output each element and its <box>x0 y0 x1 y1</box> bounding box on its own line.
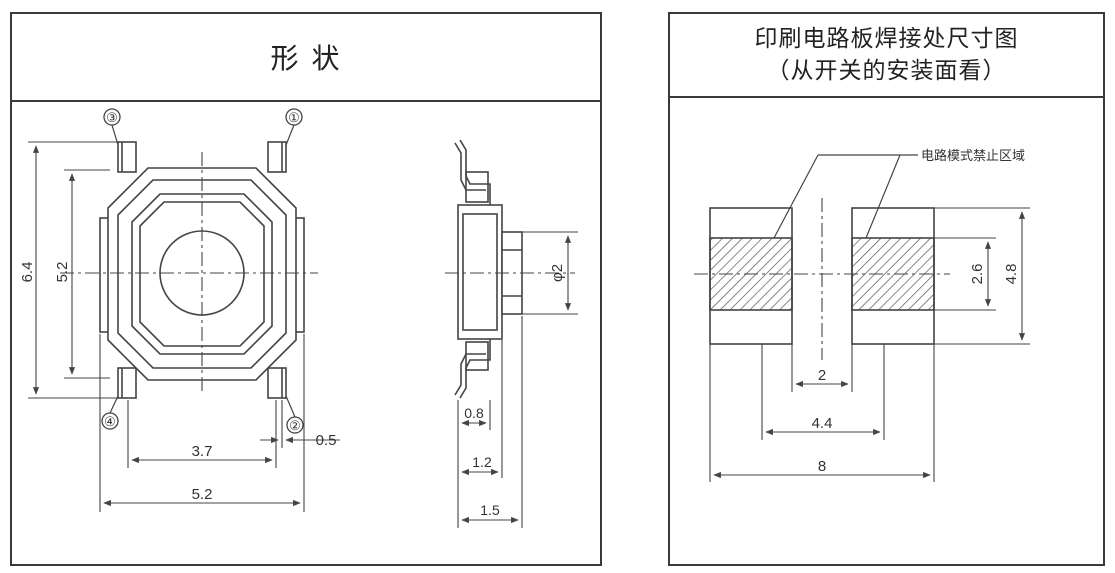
pcb-dimensions <box>709 207 1030 482</box>
dim-pin-pitch: 3.7 <box>192 443 213 460</box>
pin-label-3: ③ <box>106 110 118 125</box>
callout-text: 电路模式禁止区域 <box>921 148 1025 163</box>
pin-numbers: ③ ① ④ ② <box>101 108 304 434</box>
callout-leader <box>773 154 918 239</box>
dim-height-outer: 6.4 <box>19 262 36 283</box>
pcb-centerlines <box>694 198 950 360</box>
pin-label-1: ① <box>288 110 300 125</box>
dim-pad-outer: 8 <box>818 458 826 475</box>
dim-pad-gap: 2 <box>818 367 826 384</box>
pin-label-2: ② <box>289 418 301 433</box>
dim-total-height: 4.8 <box>1003 264 1020 285</box>
shape-panel-header: 形 状 <box>12 14 600 102</box>
pcb-pad-title-line2: （从开关的安装面看） <box>766 58 1007 84</box>
body-inner-1 <box>131 193 273 355</box>
body-inner-2 <box>139 201 265 347</box>
body-mid <box>117 179 287 369</box>
side-dimensions <box>457 231 578 528</box>
dim-pad-inner: 4.4 <box>812 415 833 432</box>
dim-side-1-2: 1.2 <box>472 454 492 470</box>
shape-panel-title: 形 状 <box>270 42 342 75</box>
dim-side-1-5: 1.5 <box>480 502 500 518</box>
dim-actuator-dia: φ2 <box>549 264 566 282</box>
dim-pin-width: 0.5 <box>316 432 337 449</box>
dim-side-0-8: 0.8 <box>464 405 484 421</box>
body-outer <box>107 167 297 381</box>
dim-body-width: 5.2 <box>192 486 213 503</box>
front-view <box>60 141 318 399</box>
front-dimensions <box>28 141 340 512</box>
side-view <box>445 139 575 399</box>
pin-label-4: ④ <box>104 414 116 429</box>
pcb-pad-panel-header: 印刷电路板焊接处尺寸图 （从开关的安装面看） <box>670 14 1103 98</box>
pcb-pad-title-line1: 印刷电路板焊接处尺寸图 <box>754 26 1019 52</box>
dim-height-inner: 5.2 <box>54 262 71 283</box>
dim-pad-height: 2.6 <box>969 264 986 285</box>
